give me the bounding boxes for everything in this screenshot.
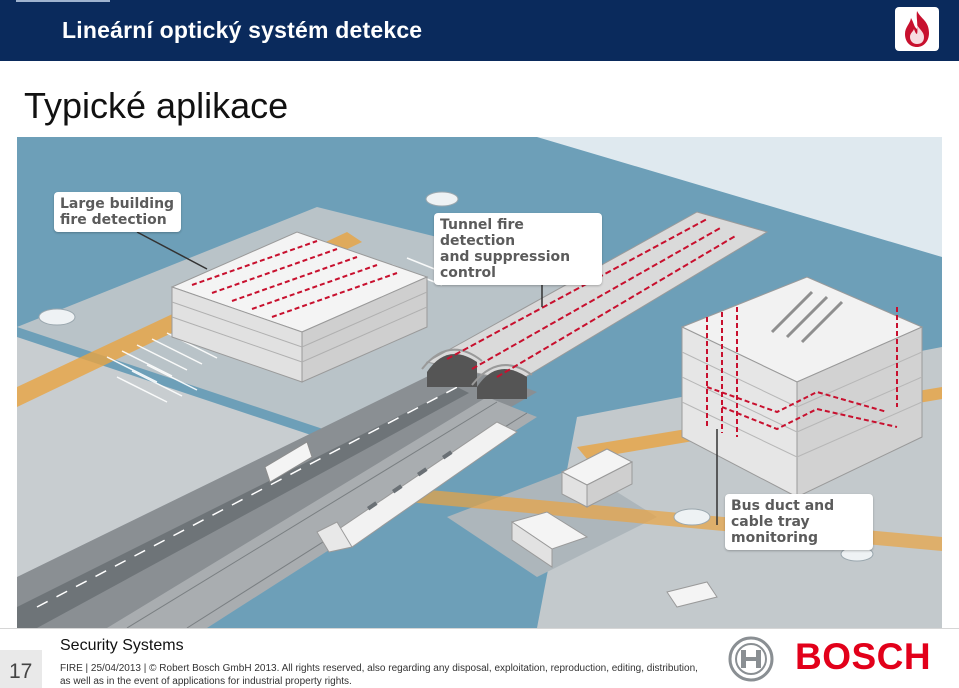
footer — [0, 628, 959, 688]
bosch-armature-icon — [728, 636, 774, 687]
footer-legal-text: FIRE | 25/04/2013 | © Robert Bosch GmbH … — [60, 662, 710, 688]
slide-title: Typické aplikace — [24, 85, 289, 126]
callout-line: Bus duct and — [731, 498, 835, 514]
callout-line: Large building — [60, 196, 175, 212]
callout-line: cable tray monitoring — [731, 514, 818, 546]
callout-line: fire detection — [60, 212, 167, 228]
fire-logo-icon — [895, 7, 939, 51]
page-number: 17 — [9, 660, 33, 683]
legal-line-2: as well as in the event of applications … — [60, 676, 352, 687]
callout-line: Tunnel fire detection — [440, 217, 524, 249]
callout-line: and suppression control — [440, 249, 571, 281]
footer-divider — [0, 628, 959, 629]
header-accent-line — [16, 0, 110, 2]
page-number-box — [0, 650, 42, 688]
footer-section-label: Security Systems — [60, 637, 184, 654]
header-title: Lineární optický systém detekce — [62, 17, 423, 43]
isometric-scene — [17, 137, 942, 628]
application-illustration: Large building fire detection Tunnel fir… — [17, 137, 942, 628]
callout-bus-duct: Bus duct and cable tray monitoring — [725, 494, 873, 550]
callout-tunnel: Tunnel fire detection and suppression co… — [434, 213, 602, 285]
callout-large-building: Large building fire detection — [54, 192, 181, 232]
bosch-wordmark: BOSCH — [795, 636, 932, 677]
legal-line-1: FIRE | 25/04/2013 | © Robert Bosch GmbH … — [60, 663, 698, 674]
header-bar: Lineární optický systém detekce — [0, 0, 959, 61]
